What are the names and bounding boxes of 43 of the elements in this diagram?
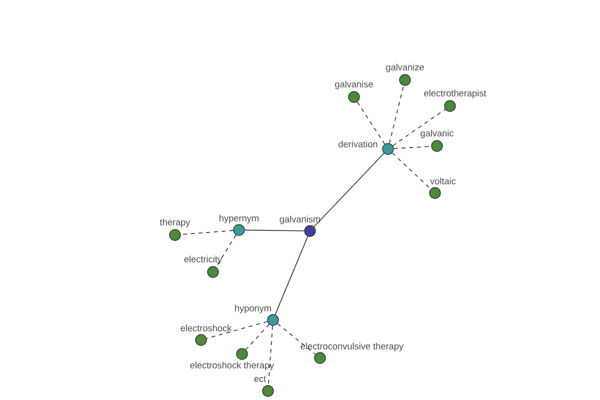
node-label: therapy: [160, 218, 190, 228]
connector-line: [244, 230, 305, 232]
node-label: galvanise: [335, 80, 373, 90]
connector-line: [389, 85, 404, 144]
connector-line: [206, 321, 268, 339]
connector-line: [216, 234, 236, 268]
connector-line: [180, 230, 234, 235]
connector-line: [314, 152, 384, 228]
connector-line: [246, 324, 270, 350]
graph-node: electricity: [184, 256, 222, 278]
connector-line: [274, 236, 308, 315]
graph-node: galvanise: [335, 80, 373, 103]
graph-node: hypernym: [220, 214, 258, 236]
graph-node: electroconvulsive therapy: [300, 342, 404, 364]
graph-node: hyponym: [235, 304, 279, 326]
graph-node: derivation: [338, 140, 394, 155]
graph-node: galvanism: [280, 216, 320, 237]
connector-line: [392, 108, 446, 146]
node-label: galvanism: [280, 216, 320, 224]
graph-node: voltaic: [429, 178, 456, 199]
node-label: electrotherapist: [424, 90, 486, 98]
node-label: electroshock therapy: [190, 362, 274, 370]
connector-line: [268, 325, 273, 386]
graph-node: electrotherapist: [424, 90, 486, 112]
graph-node: therapy: [160, 218, 190, 241]
node-label: hyponym: [235, 304, 271, 314]
connector-line: [356, 102, 386, 144]
graph-node: ect: [254, 376, 274, 397]
node-label: electricity: [184, 256, 222, 264]
connector-line: [392, 152, 432, 190]
node-label: voltaic: [430, 178, 456, 184]
node-label: hypernym: [220, 214, 258, 224]
graph-node: galvanic: [420, 130, 454, 152]
node-label: derivation: [338, 140, 378, 148]
node-label: electroshock: [180, 324, 232, 332]
connector-line: [277, 323, 316, 355]
node-label: galvanic: [420, 130, 454, 138]
node-label: ect: [254, 376, 266, 382]
graph-node: electroshock: [180, 324, 232, 346]
graph-node: electroshock therapy: [190, 348, 274, 370]
node-label: galvanize: [386, 64, 424, 72]
node-label: electroconvulsive therapy: [300, 342, 404, 352]
graph-node: galvanize: [386, 64, 424, 86]
